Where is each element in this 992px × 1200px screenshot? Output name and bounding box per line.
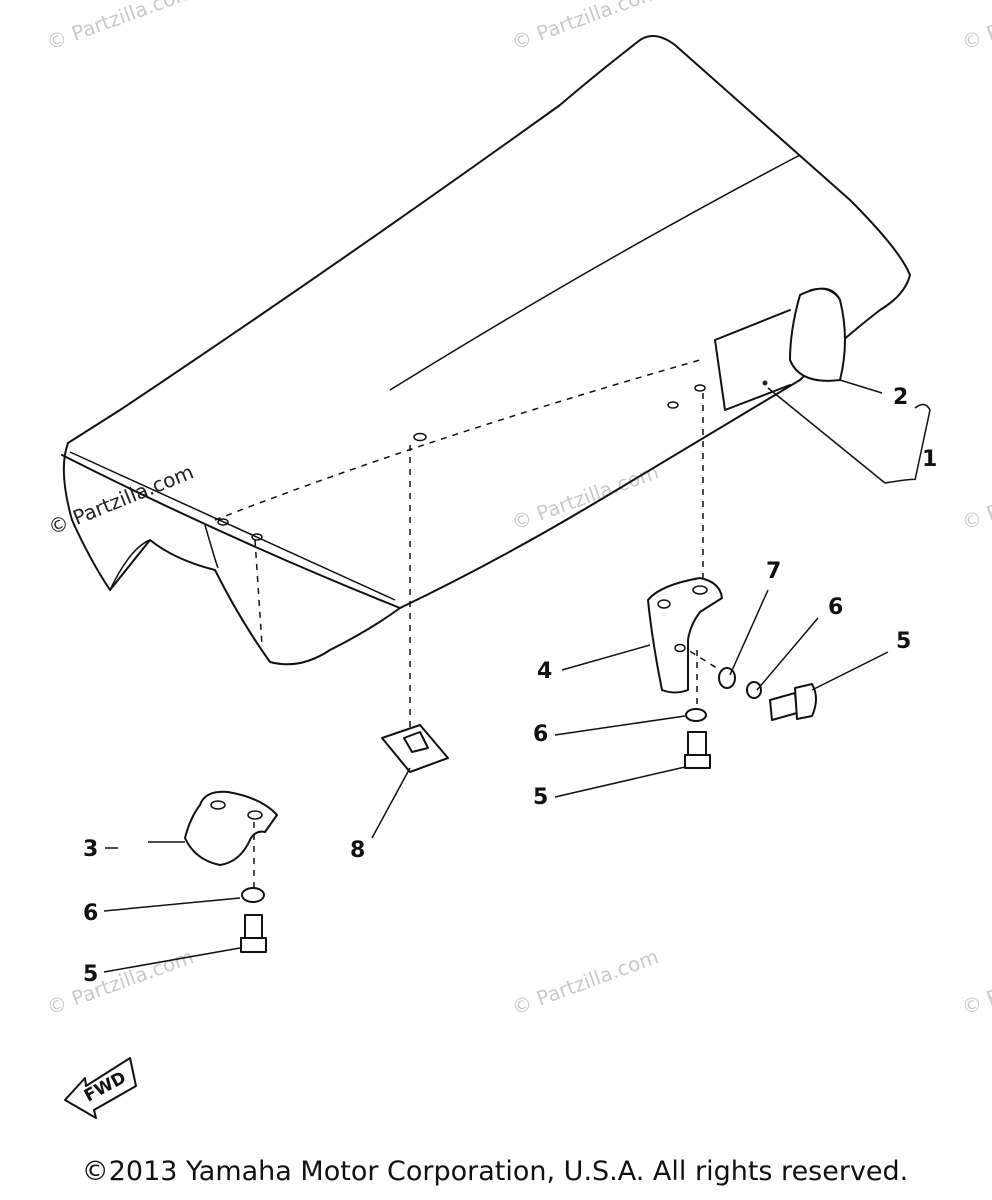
watermark: © Partz — [959, 971, 992, 1020]
seat-mount-hole — [217, 518, 229, 526]
assembly-guides — [409, 393, 721, 732]
callout-6: 6 — [828, 595, 843, 620]
strap-plate — [714, 309, 791, 411]
strap-inner-line — [809, 288, 841, 301]
rear-bracket — [647, 577, 723, 694]
watermarks: © Partzilla.com © Partzilla.com © Partzi… — [44, 0, 992, 1020]
front-bracket — [184, 790, 278, 866]
bolt-vertical-rear — [684, 731, 711, 769]
seat-crease — [204, 524, 219, 569]
watermark: © Partzilla.com — [44, 944, 197, 1019]
watermark: © Partzilla.com — [44, 0, 197, 55]
callout-2: 2 — [893, 385, 908, 410]
bolt-horizontal — [769, 683, 817, 721]
seat-trim-line — [69, 451, 396, 601]
seat-mount-hole — [694, 384, 706, 392]
seat-mount-hole — [413, 432, 427, 442]
callout-7: 7 — [766, 559, 781, 584]
seat-bottom-hidden-line — [214, 359, 701, 521]
callout-1: 1 — [922, 447, 937, 472]
watermark: © Partzilla.com — [509, 944, 662, 1019]
seat-outline — [67, 35, 911, 609]
callouts: 2 1 7 6 5 4 6 5 8 3 6 5 — [83, 385, 937, 987]
fwd-arrow: FWD — [64, 1057, 137, 1119]
callout-6: 6 — [533, 722, 548, 747]
nut-clip — [381, 724, 449, 773]
seat-front-fold — [109, 539, 151, 591]
watermark: © Partzilla.com — [509, 459, 662, 534]
bolt-vertical-front — [240, 914, 267, 953]
callout-3: 3 — [83, 837, 98, 862]
callout-5: 5 — [896, 629, 911, 654]
seat-mount-hole — [251, 533, 263, 541]
callout-8: 8 — [350, 838, 365, 863]
callout-5: 5 — [83, 962, 98, 987]
lock-washer — [241, 887, 265, 903]
seat-front-edge — [62, 442, 401, 666]
seat-lower-trim — [61, 454, 401, 609]
seat-side-hidden-line — [254, 539, 263, 646]
callout-5: 5 — [533, 785, 548, 810]
watermark: © Partz — [959, 6, 992, 55]
seat-assembly — [61, 35, 911, 666]
callout-4: 4 — [537, 659, 552, 684]
strap-screw — [762, 380, 768, 386]
watermark: © Partzilla.com — [509, 0, 662, 55]
seat-top-line — [389, 154, 801, 391]
lock-washer — [685, 708, 707, 722]
leader-lines — [103, 379, 931, 973]
lock-washer — [746, 681, 762, 699]
seat-mount-hole — [667, 401, 679, 409]
watermark: © Partz — [959, 486, 992, 535]
callout-6: 6 — [83, 901, 98, 926]
seat-strap — [789, 287, 846, 382]
copyright-notice: ©2013 Yamaha Motor Corporation, U.S.A. A… — [82, 1156, 909, 1187]
